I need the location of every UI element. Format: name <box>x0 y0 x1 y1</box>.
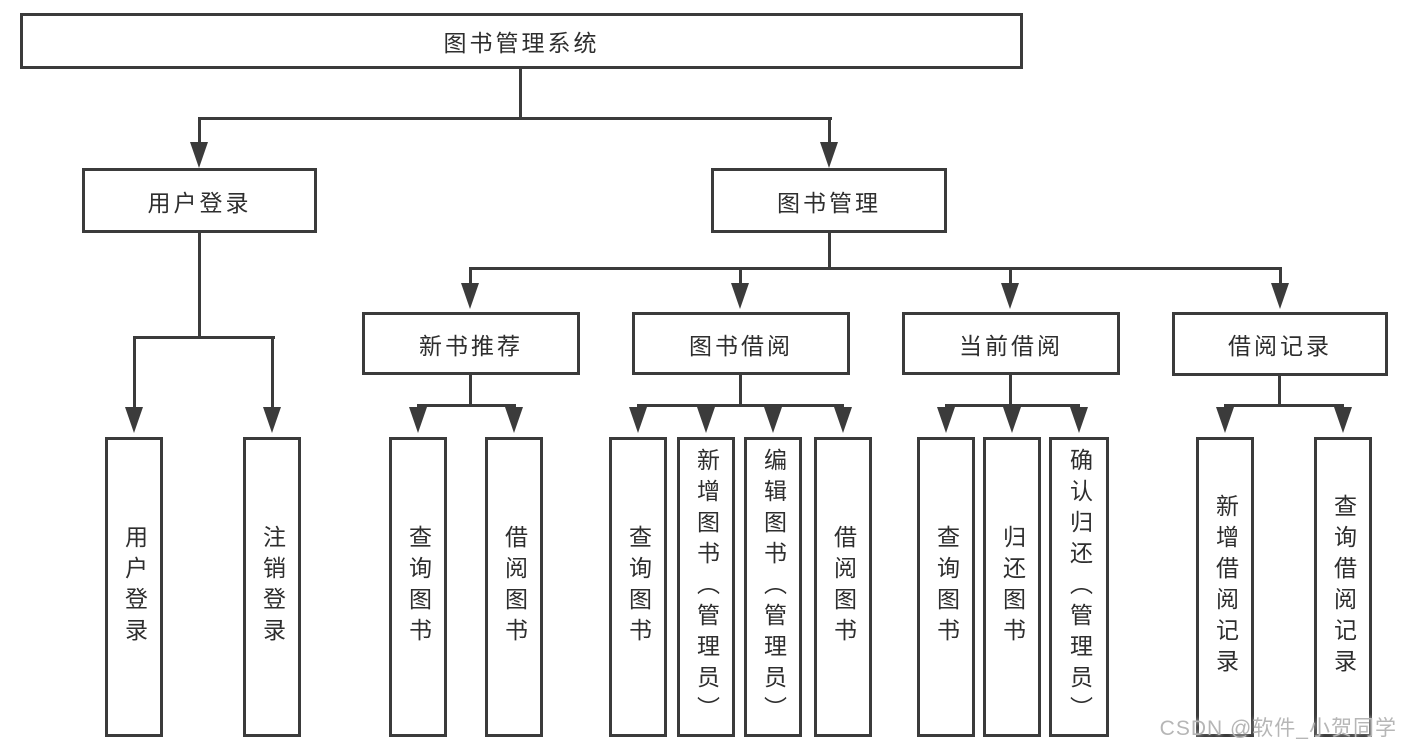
arrow-down-icon <box>1216 407 1234 433</box>
node-book-management: 图书管理 <box>711 168 947 233</box>
arrow-down-icon <box>764 407 782 433</box>
arrow-down-icon <box>409 407 427 433</box>
connector-line <box>469 267 472 285</box>
connector-line <box>828 232 831 270</box>
arrow-down-icon <box>1003 407 1021 433</box>
arrow-down-icon <box>937 407 955 433</box>
leaf-edit-book-admin-label: 编辑图书（管理员） <box>760 447 787 727</box>
leaf-query-borrow-record: 查询借阅记录 <box>1314 437 1372 737</box>
connector-line <box>828 117 831 145</box>
leaf-borrow-books-a-label: 借阅图书 <box>501 525 528 649</box>
leaf-return-books: 归还图书 <box>983 437 1041 737</box>
leaf-add-borrow-record: 新增借阅记录 <box>1196 437 1254 737</box>
leaf-borrow-books-b: 借阅图书 <box>814 437 872 737</box>
node-new-book-recommend-label: 新书推荐 <box>419 332 523 359</box>
arrow-down-icon <box>820 142 838 168</box>
leaf-query-books-c: 查询图书 <box>917 437 975 737</box>
leaf-add-book-admin-label: 新增图书（管理员） <box>693 447 720 727</box>
node-user-login: 用户登录 <box>82 168 317 233</box>
arrow-down-icon <box>125 407 143 433</box>
connector-line <box>133 336 275 339</box>
leaf-query-books-c-label: 查询图书 <box>933 525 960 649</box>
leaf-borrow-books-b-label: 借阅图书 <box>830 525 857 649</box>
node-borrow-records: 借阅记录 <box>1172 312 1388 376</box>
connector-line <box>1009 267 1012 285</box>
leaf-confirm-return-admin: 确认归还（管理员） <box>1049 437 1109 737</box>
connector-line <box>417 404 516 407</box>
node-book-borrow: 图书借阅 <box>632 312 850 375</box>
leaf-query-books-b: 查询图书 <box>609 437 667 737</box>
node-current-borrow: 当前借阅 <box>902 312 1120 375</box>
arrow-down-icon <box>263 407 281 433</box>
arrow-down-icon <box>731 283 749 309</box>
leaf-add-borrow-record-label: 新增借阅记录 <box>1212 494 1239 680</box>
arrow-down-icon <box>461 283 479 309</box>
connector-line <box>271 336 274 408</box>
leaf-logout: 注销登录 <box>243 437 301 737</box>
arrow-down-icon <box>1271 283 1289 309</box>
connector-line <box>133 336 136 408</box>
leaf-logout-label: 注销登录 <box>259 525 286 649</box>
arrow-down-icon <box>505 407 523 433</box>
leaf-confirm-return-admin-label: 确认归还（管理员） <box>1066 447 1093 727</box>
leaf-query-borrow-record-label: 查询借阅记录 <box>1330 494 1357 680</box>
leaf-edit-book-admin: 编辑图书（管理员） <box>744 437 802 737</box>
arrow-down-icon <box>1334 407 1352 433</box>
node-current-borrow-label: 当前借阅 <box>959 332 1063 359</box>
leaf-query-books-b-label: 查询图书 <box>625 525 652 649</box>
connector-line <box>1009 375 1012 407</box>
node-root-label: 图书管理系统 <box>443 30 600 56</box>
leaf-user-login: 用户登录 <box>105 437 163 737</box>
connector-line <box>1279 267 1282 285</box>
node-book-borrow-label: 图书借阅 <box>689 332 793 359</box>
arrow-down-icon <box>697 407 715 433</box>
node-borrow-records-label: 借阅记录 <box>1228 333 1332 359</box>
connector-line <box>637 404 844 407</box>
arrow-down-icon <box>629 407 647 433</box>
connector-line <box>739 375 742 407</box>
connector-line <box>198 117 201 145</box>
node-new-book-recommend: 新书推荐 <box>362 312 580 375</box>
leaf-query-books-a: 查询图书 <box>389 437 447 737</box>
connector-line <box>469 267 1282 270</box>
connector-line <box>198 232 201 339</box>
connector-line <box>469 375 472 407</box>
leaf-add-book-admin: 新增图书（管理员） <box>677 437 735 737</box>
connector-line <box>1278 375 1281 407</box>
arrow-down-icon <box>1070 407 1088 433</box>
node-book-management-label: 图书管理 <box>777 189 881 216</box>
leaf-query-books-a-label: 查询图书 <box>405 525 432 649</box>
connector-line <box>198 117 832 120</box>
connector-line <box>1224 404 1344 407</box>
arrow-down-icon <box>834 407 852 433</box>
arrow-down-icon <box>1001 283 1019 309</box>
leaf-return-books-label: 归还图书 <box>999 525 1026 649</box>
connector-line <box>519 68 522 118</box>
leaf-user-login-label: 用户登录 <box>121 525 148 649</box>
node-user-login-label: 用户登录 <box>147 189 252 216</box>
arrow-down-icon <box>190 142 208 168</box>
leaf-borrow-books-a: 借阅图书 <box>485 437 543 737</box>
csdn-watermark: CSDN @软件_小贺同学 <box>1159 717 1397 740</box>
node-root: 图书管理系统 <box>20 13 1023 69</box>
connector-line <box>945 404 1080 407</box>
connector-line <box>739 267 742 285</box>
